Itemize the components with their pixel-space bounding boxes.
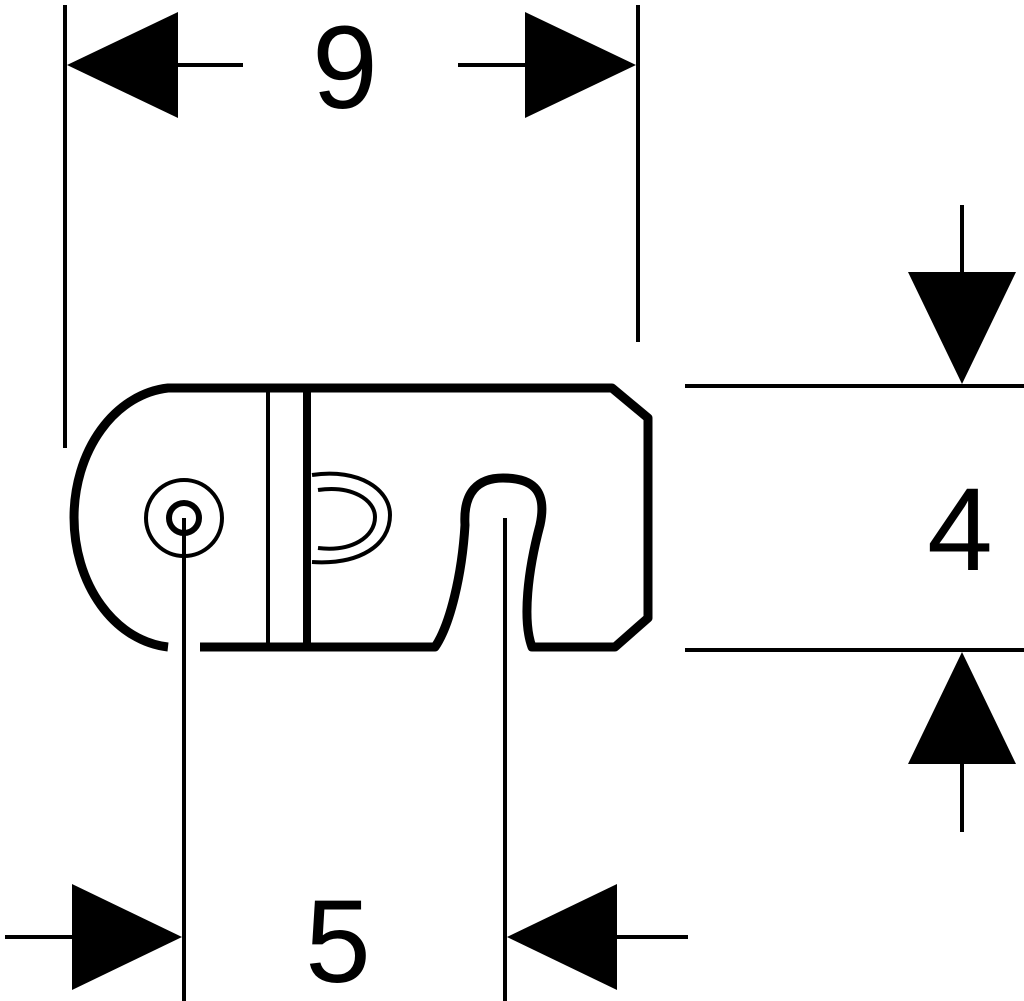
mounting-hole-inner xyxy=(166,500,202,536)
part-body xyxy=(69,383,653,652)
arrowhead-right xyxy=(525,12,636,118)
dimension-width: 9 xyxy=(63,2,640,448)
arrowhead-up xyxy=(908,652,1016,764)
arrowhead-down xyxy=(908,272,1016,384)
tab-outer xyxy=(311,471,393,565)
height-label: 4 xyxy=(927,464,993,596)
arrowhead-inward-left xyxy=(507,884,617,990)
arrowhead-left xyxy=(67,12,178,118)
width-label: 9 xyxy=(312,2,378,134)
dimension-height: 4 xyxy=(685,205,1024,832)
part-outline xyxy=(69,383,653,652)
mounting-hole-outer xyxy=(144,478,224,558)
tab-inner xyxy=(317,487,378,551)
arrowhead-inward-right xyxy=(72,884,182,990)
dimension-spacing: 5 xyxy=(5,518,688,1001)
spacing-label: 5 xyxy=(305,876,371,1001)
